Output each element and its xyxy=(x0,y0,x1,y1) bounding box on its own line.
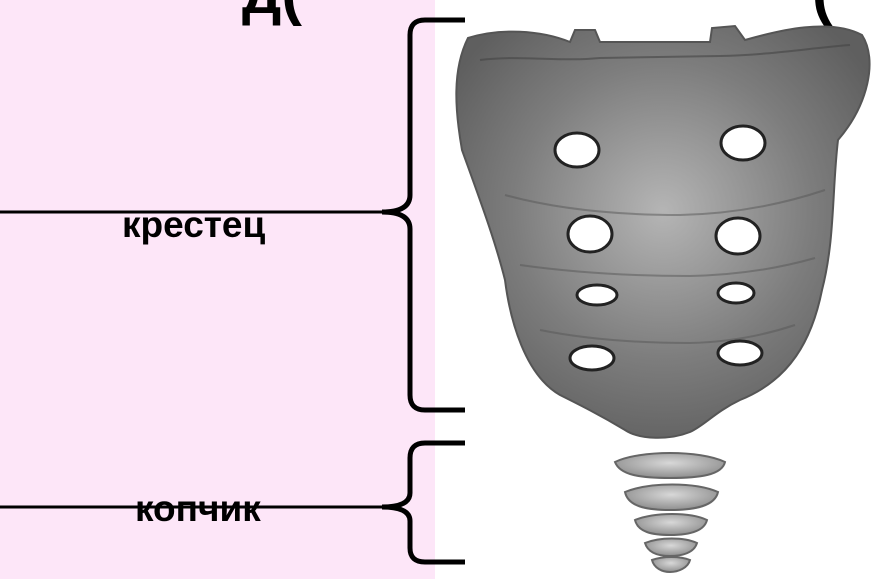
label-sacrum: крестец xyxy=(122,206,265,243)
sacrum-bone-illustration xyxy=(456,26,869,438)
coccyx-bone-illustration xyxy=(615,453,725,572)
sacrum-bracket xyxy=(382,20,465,410)
label-coccyx: копчик xyxy=(135,490,261,527)
coccyx-bracket xyxy=(382,443,465,562)
